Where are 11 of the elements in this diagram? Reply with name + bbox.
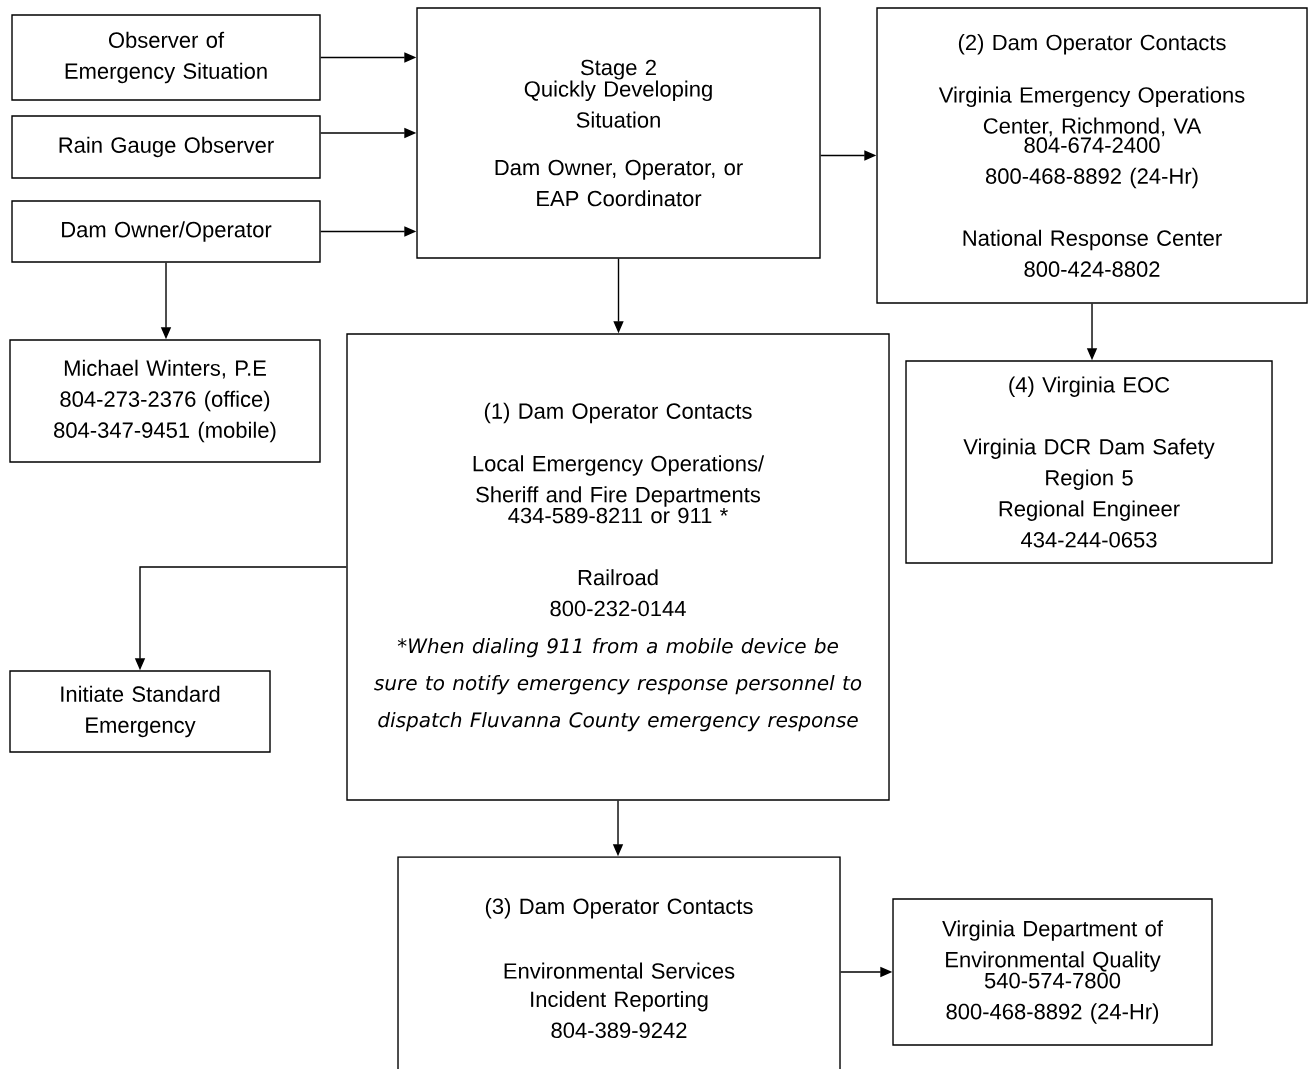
process-box: Virginia Department of Environmental Quality 540-574-7800 800-468-8892 (24-Hr) <box>892 898 1213 1046</box>
process-box: Rain Gauge Observer <box>11 115 321 179</box>
process-box: Dam Owner/Operator <box>11 200 321 263</box>
process-box: (2) Dam Operator Contacts Virginia Emergency Operations Center, Richmond, VA 804-674-2400 800-468-8892 (24-Hr) National Response Center 800-424-8802 <box>876 7 1308 304</box>
process-box: (3) Dam Operator Contacts Environmental Services Incident Reporting 804-389-9242 <box>397 856 841 1069</box>
process-box: (1) Dam Operator Contacts Local Emergency Operations/ Sheriff and Fire Departments 434-589-8211 or 911 * Railroad 800-232-0144 *When dialing 911 from a mobile device be sure to notify emergency response personnel to dispatch Fluvanna County emergency response <box>346 333 890 801</box>
process-box: Stage 2 Quickly Developing Situation Dam Owner, Operator, or EAP Coordinator <box>416 7 821 259</box>
process-box: Michael Winters, P.E 804-273-2376 (office) 804-347-9451 (mobile) <box>9 339 321 463</box>
process-box: Observer of Emergency Situation <box>11 14 321 101</box>
process-box: (4) Virginia EOC Virginia DCR Dam Safety Region 5 Regional Engineer 434-244-0653 <box>905 360 1273 564</box>
process-box: Initiate Standard Emergency <box>9 670 271 753</box>
